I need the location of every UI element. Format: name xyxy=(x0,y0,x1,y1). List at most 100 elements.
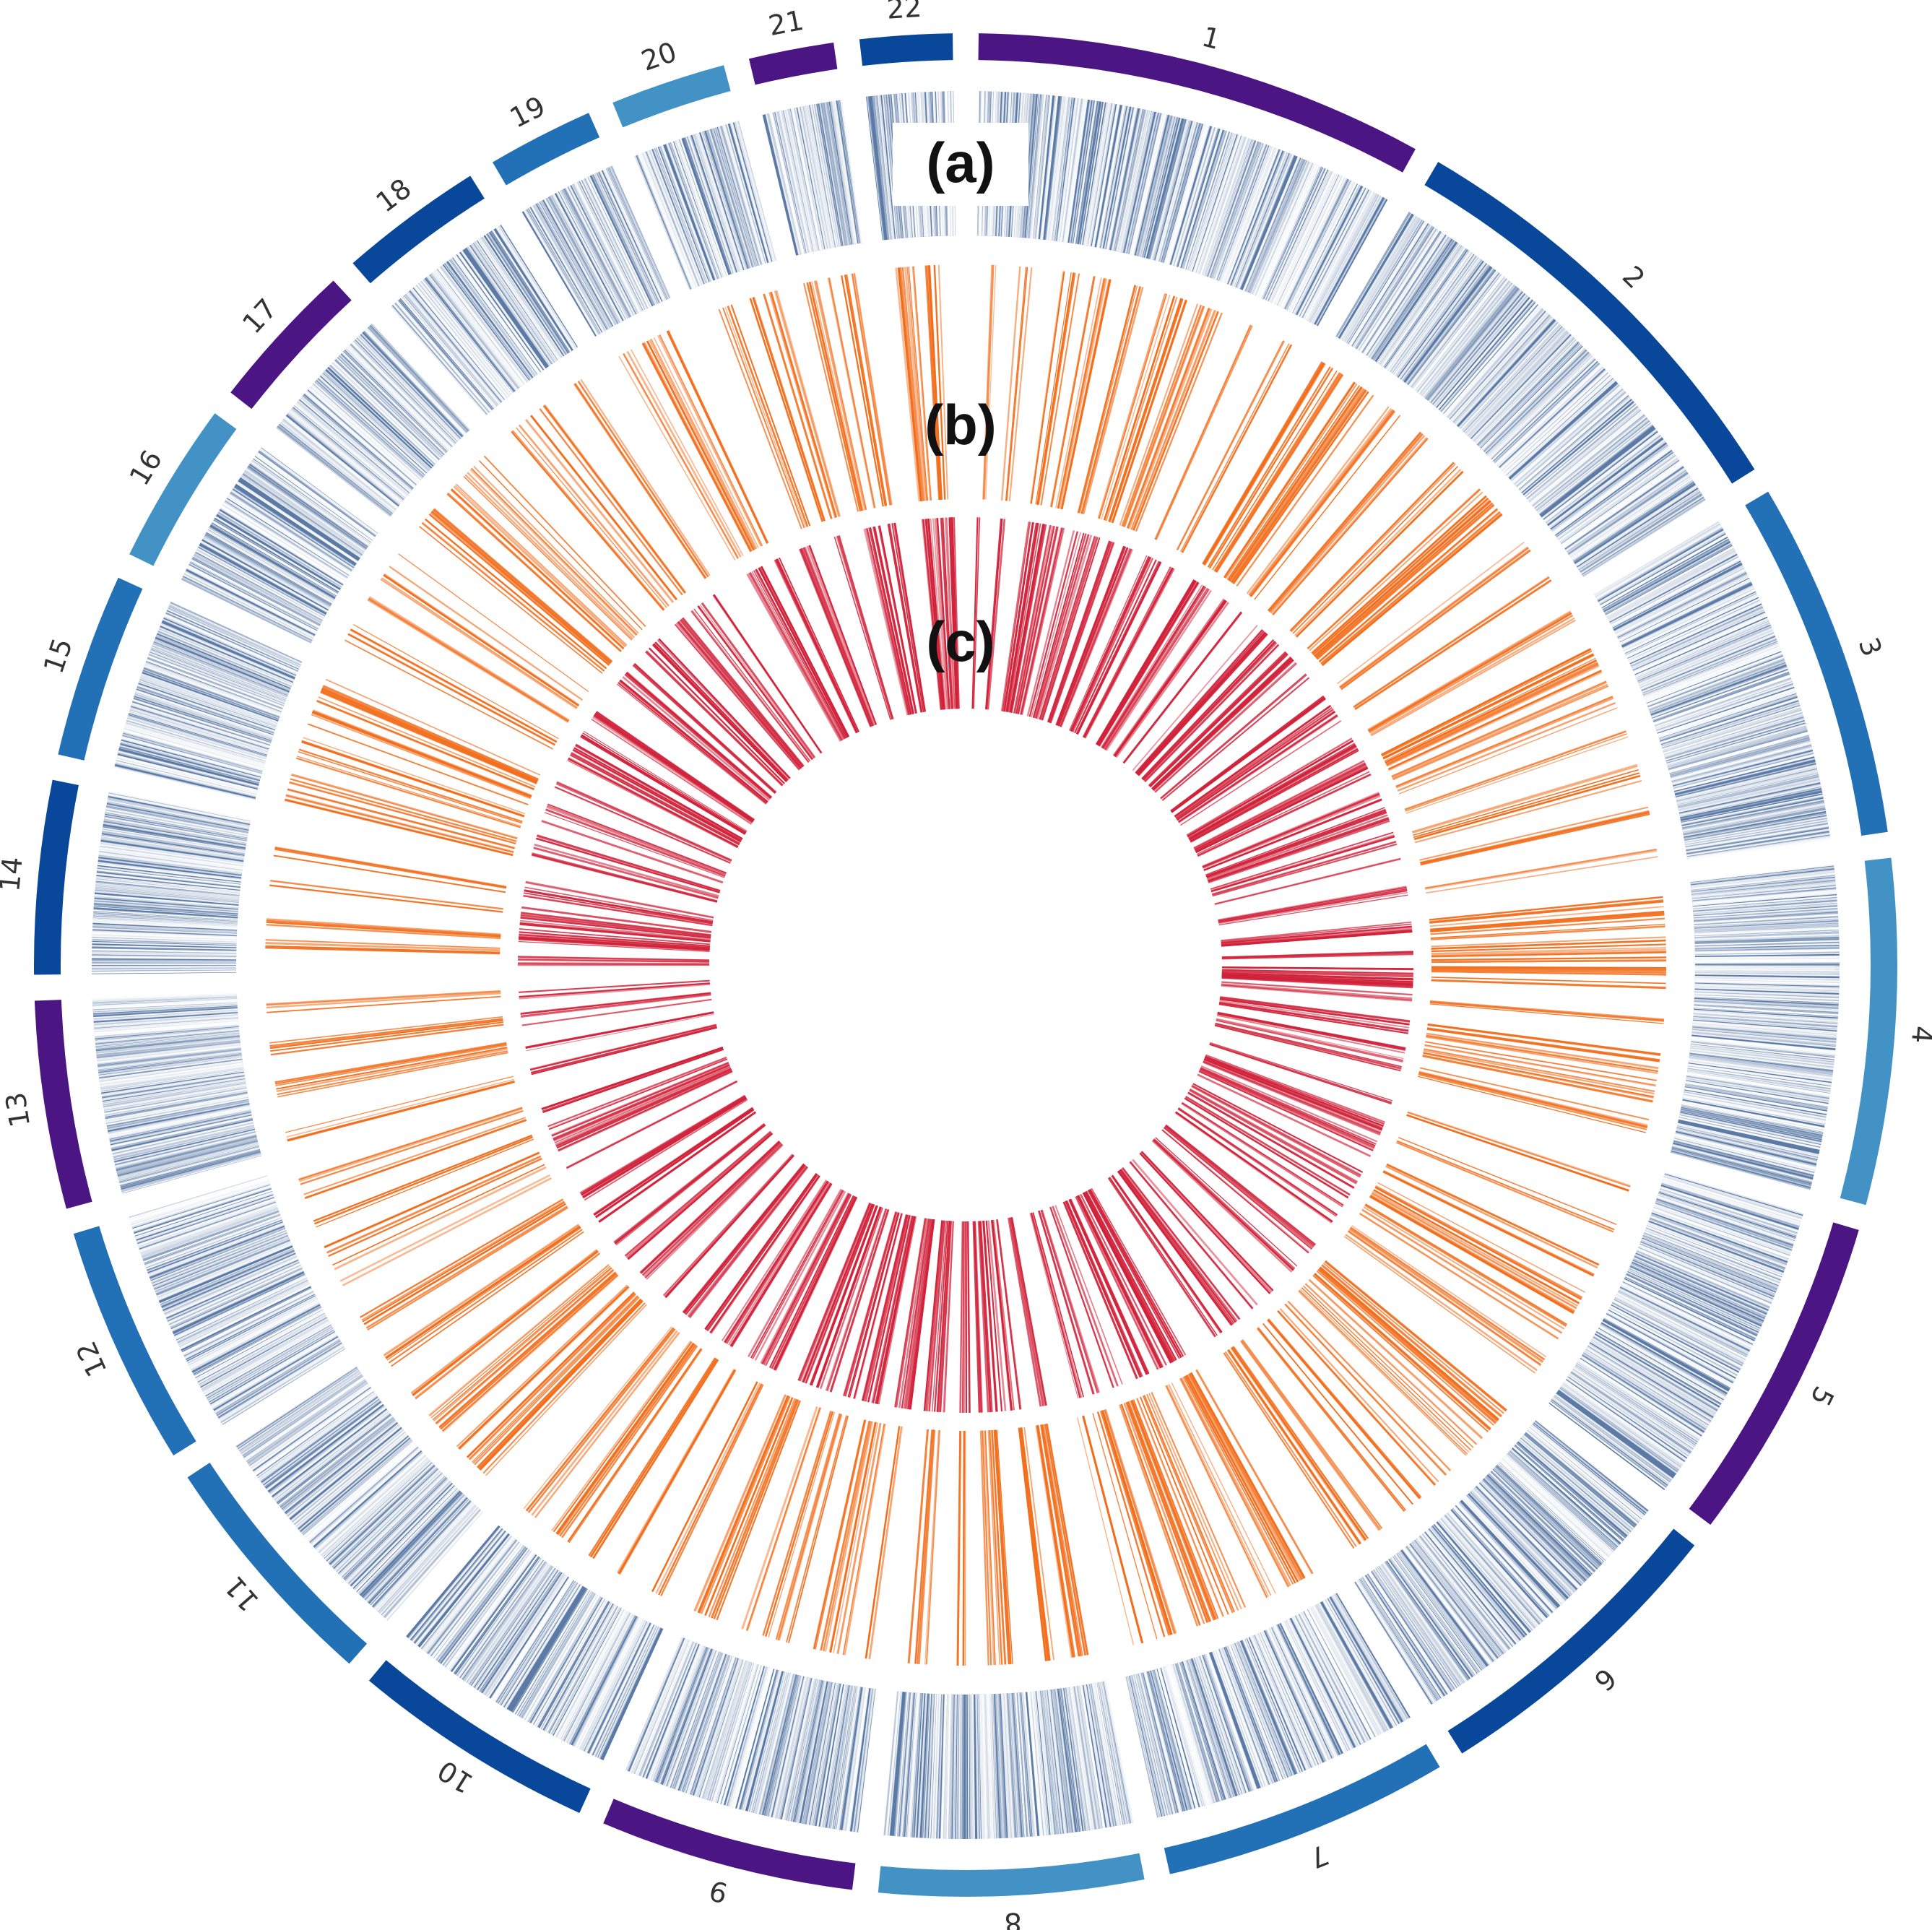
track-a-gap-line xyxy=(1027,94,1041,238)
track-a-gap-line xyxy=(1543,432,1660,522)
track-a-gap-line xyxy=(1036,95,1053,240)
track-a-gap-line xyxy=(1380,246,1464,365)
chromosome-label-20: 20 xyxy=(637,36,680,77)
track-a-gap-line xyxy=(1028,94,1043,238)
track-a-gap-line xyxy=(1439,300,1534,411)
track-a-gap-line xyxy=(1424,285,1515,398)
track-a-gap-line xyxy=(1234,152,1289,287)
track-a-gap-line xyxy=(1271,171,1333,303)
track-a-gap-line xyxy=(1145,118,1182,259)
track-a-gap-line xyxy=(1516,391,1626,488)
track-a-gap-line xyxy=(1376,243,1460,363)
track-a-gap-line xyxy=(1471,335,1573,441)
track-a-gap-line xyxy=(1152,120,1191,260)
chromosome-segment-6 xyxy=(1447,1528,1695,1754)
track-a-gap-line xyxy=(1379,245,1463,365)
track-a-gap-line xyxy=(1394,258,1481,376)
track-a-gap-line xyxy=(1220,146,1271,282)
track-a-gap-line xyxy=(1270,171,1334,303)
track-a-gap-line xyxy=(1296,186,1365,316)
chromosome-label-16: 16 xyxy=(124,445,169,491)
track-a-gap-line xyxy=(1221,147,1275,283)
track-a-gap-line xyxy=(1112,108,1142,251)
track-a-gap-line xyxy=(1479,345,1582,448)
track-a-gap-line xyxy=(1694,968,1840,971)
track-a-gap-line xyxy=(1106,107,1136,250)
chromosome-label-14: 14 xyxy=(0,855,29,893)
track-a-gap-line xyxy=(1259,165,1320,298)
track-a-gap-line xyxy=(1271,171,1335,304)
track-a-gap-line xyxy=(1161,123,1203,263)
track-a-gap-line xyxy=(1178,129,1222,268)
track-a-gap-line xyxy=(1369,236,1450,358)
chromosome-label-12: 12 xyxy=(70,1336,113,1381)
chromosome-label-19: 19 xyxy=(505,90,550,134)
track-a-gap-line xyxy=(1156,121,1196,261)
track-a-gap-line xyxy=(1309,194,1379,323)
track-a-gap-line xyxy=(1088,103,1114,246)
track-a-gap-line xyxy=(1544,433,1661,523)
track-a-gap-line xyxy=(1073,100,1097,244)
track-a-gap-line xyxy=(1519,395,1629,490)
track-a-gap-line xyxy=(1264,167,1325,300)
track-a-gap-line xyxy=(1299,187,1366,316)
chromosome-label-22: 22 xyxy=(885,0,922,25)
track-a-gap-line xyxy=(1574,485,1697,566)
track-a-gap-line xyxy=(1307,192,1377,321)
chromosome-label-18: 18 xyxy=(371,173,417,219)
track-a-gap-line xyxy=(1220,146,1272,282)
track-a-gap-line xyxy=(1315,198,1386,326)
track-a-gap-line xyxy=(1412,274,1502,389)
track-a-gap-line xyxy=(1216,144,1267,280)
track-a-gap-line xyxy=(1280,176,1344,308)
track-a-gap-line xyxy=(1047,96,1065,241)
track-a-gap-line xyxy=(1129,113,1163,254)
track-a-gap-line xyxy=(1387,252,1473,371)
track-a-gap-line xyxy=(1138,116,1175,257)
track-a-gap-line xyxy=(1208,140,1257,277)
track-a-gap-line xyxy=(1355,225,1434,349)
track-a-gap-line xyxy=(1118,110,1150,252)
track-a-gap-line xyxy=(1517,392,1627,488)
track-a-gap-line xyxy=(1268,170,1331,303)
track-a-gap-line xyxy=(1153,120,1192,261)
chromosome-label-2: 2 xyxy=(1616,260,1651,295)
track-a-gap-line xyxy=(1174,127,1217,267)
track-a-gap-line xyxy=(1157,121,1197,262)
track-a-gap-line xyxy=(1046,96,1063,241)
track-a-gap-line xyxy=(1299,188,1368,318)
track-a-gap-line xyxy=(1270,170,1333,303)
track-a-gap-line xyxy=(1166,124,1209,264)
track-a-gap-line xyxy=(1505,376,1613,475)
track-a-gap-line xyxy=(1316,199,1387,326)
track-a-gap-line xyxy=(1275,174,1339,306)
track-a-gap-line xyxy=(1084,103,1109,246)
chromosome-segment-9 xyxy=(603,1799,856,1890)
track-a-gap-line xyxy=(1534,418,1649,510)
track-a-gap-line xyxy=(1115,109,1147,252)
track-a-gap-line xyxy=(1352,223,1430,347)
track-a-gap-line xyxy=(1312,196,1382,324)
track-a-gap-line xyxy=(1076,101,1100,244)
track-a-gap-line xyxy=(1272,171,1334,303)
track-a-gap-line xyxy=(1089,103,1115,246)
track-a-gap-line xyxy=(1060,98,1081,242)
track-a-gap-line xyxy=(1143,117,1179,258)
track-a-gap-line xyxy=(1311,195,1380,323)
track-a-gap-line xyxy=(1046,96,1065,241)
track-a-gap-line xyxy=(1293,183,1360,314)
track-a-gap-line xyxy=(1212,142,1263,280)
chromosome-segment-10 xyxy=(368,1660,591,1813)
track-a-gap-line xyxy=(1171,126,1214,266)
track-a-gap-line xyxy=(1214,143,1265,280)
track-a-gap-line xyxy=(1150,119,1188,260)
chromosome-segment-8 xyxy=(878,1853,1145,1897)
track-a-gap-line xyxy=(1694,956,1840,961)
track-a-gap-line xyxy=(1270,170,1333,303)
track-a-gap-line xyxy=(1533,416,1647,509)
track-a-gap-line xyxy=(1273,173,1336,305)
track-a-gap-line xyxy=(1062,98,1083,243)
track-a-gap-line xyxy=(1493,361,1599,462)
track-a-gap-line xyxy=(1275,173,1338,306)
track-a-gap-line xyxy=(1171,126,1214,266)
